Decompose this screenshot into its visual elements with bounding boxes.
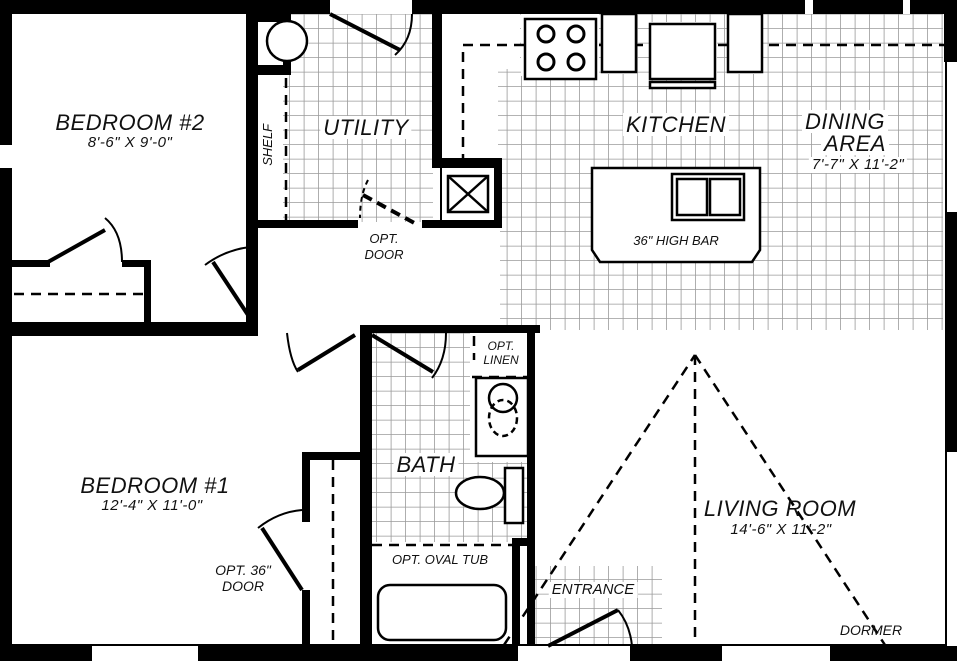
- room-dimensions-bedroom-2: 8'-6" X 9'-0": [87, 134, 173, 151]
- washer-icon: [487, 382, 519, 414]
- room-dimensions-living-room: 14'-6" X 11'-2": [730, 521, 832, 538]
- room-label-bath: BATH: [393, 453, 459, 476]
- toilet-icon: [454, 475, 506, 511]
- high-bar-label: 36" HIGH BAR: [633, 233, 719, 248]
- shelf-label: SHELF: [260, 123, 276, 166]
- dashed-lines: [14, 43, 945, 646]
- water-heater-icon: [265, 19, 309, 63]
- room-label-living-room: LIVING ROOM: [703, 496, 857, 521]
- opt-door-label: OPT.: [369, 231, 399, 246]
- entrance-floor: [534, 566, 662, 646]
- room-dimensions-dining: 7'-7" X 11'-2": [808, 157, 908, 173]
- room-label-entrance: ENTRANCE: [548, 582, 638, 598]
- room-label-kitchen: KITCHEN: [622, 113, 730, 136]
- interior-walls: [12, 14, 540, 646]
- opt-36-door-label-line2: DOOR: [222, 578, 264, 594]
- room-label-bedroom-1: BEDROOM #1: [80, 473, 230, 498]
- doors: [47, 12, 633, 648]
- counter-segment: [600, 12, 638, 74]
- room-dimensions-bedroom-1: 12'-4" X 11'-0": [101, 497, 203, 514]
- room-label-dining-line2: AREA: [821, 132, 889, 155]
- opt-oval-tub-label: OPT. OVAL TUB: [391, 552, 489, 567]
- room-label-utility: UTILITY: [320, 116, 412, 139]
- refrigerator-icon: [648, 22, 717, 81]
- dormer-label: DORMER: [839, 622, 903, 638]
- opt-linen-label: OPT.: [487, 339, 515, 353]
- bathtub-icon: [376, 583, 508, 642]
- thin-exterior: [12, 14, 947, 646]
- fixtures: [265, 12, 764, 642]
- stove-icon: [523, 17, 598, 81]
- counter-segment: [726, 12, 764, 74]
- opt-door-label-line2: DOOR: [364, 247, 404, 262]
- burner-icons: [536, 24, 586, 72]
- opt-36-door-label: OPT. 36": [215, 562, 271, 578]
- opt-linen-label-line2: LINEN: [483, 353, 519, 367]
- room-label-dining: DINING: [802, 110, 888, 133]
- linen-closet: [474, 376, 530, 458]
- room-label-bedroom-2: BEDROOM #2: [55, 110, 205, 135]
